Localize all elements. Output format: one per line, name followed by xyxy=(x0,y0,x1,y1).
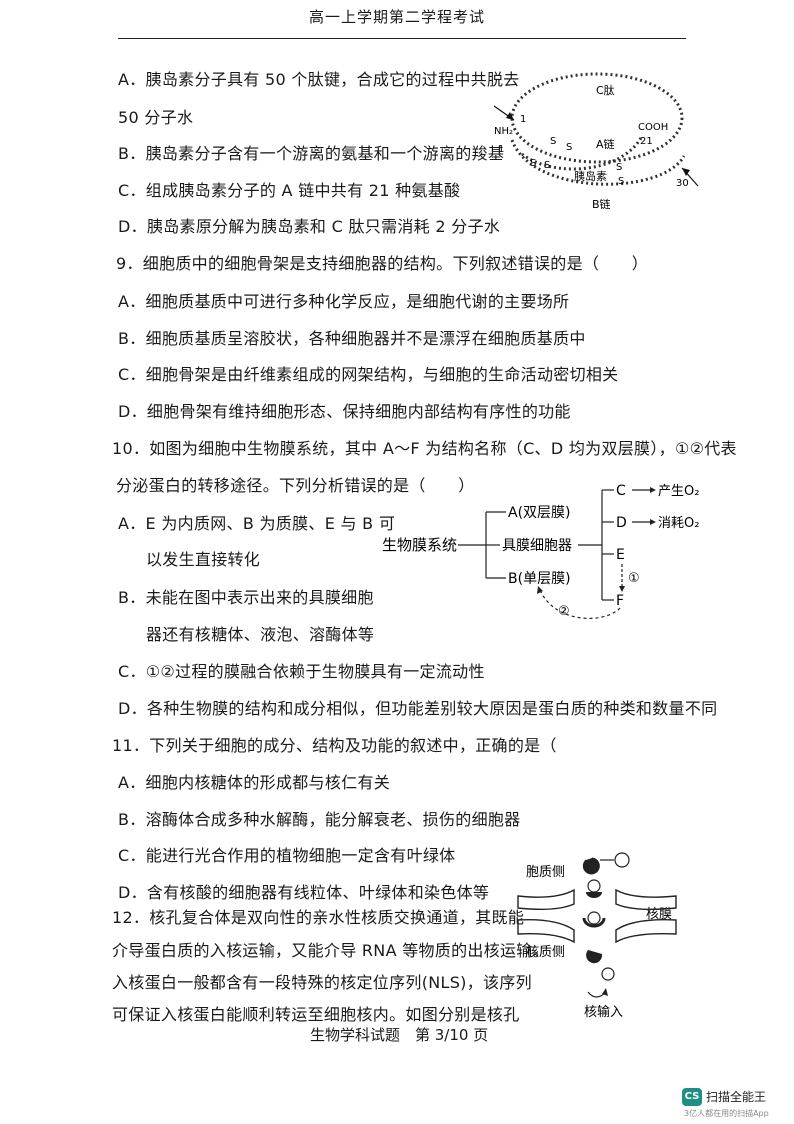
q9-option-d: D．细胞骨架有维持细胞形态、保持细胞内部结构有序性的功能 xyxy=(118,402,571,421)
s-label-1: S xyxy=(550,136,556,147)
step-1-label: ① xyxy=(628,571,640,586)
q10-option-d: D．各种生物膜的结构和成分相似，但功能差别较大原因是蛋白质的种类和数量不同 xyxy=(118,699,718,718)
a-chain-strand xyxy=(521,135,644,171)
arrow-c-head xyxy=(650,487,656,493)
envelope-label: 核膜 xyxy=(646,907,672,922)
path-2-line xyxy=(539,589,621,619)
exam-header: 高一上学期第二学程考试 xyxy=(308,8,485,26)
c-peptide-chain xyxy=(510,72,684,164)
label-one-b: 1 xyxy=(498,144,504,155)
arrow-right-head xyxy=(682,168,690,176)
q10-stem-line1: 10．如图为细胞中生物膜系统，其中 A～F 为结构名称（C、D 均为双层膜），①… xyxy=(112,439,737,458)
cargo-protein-top xyxy=(614,852,630,868)
s-label-6: S xyxy=(618,176,624,187)
receptor-shape-bottom xyxy=(586,950,603,964)
node-c: C xyxy=(616,483,626,499)
arrow-d-head xyxy=(650,519,656,525)
cargo-protein-bottom xyxy=(601,967,615,981)
path-2-head xyxy=(537,586,543,594)
q11-option-c: C．能进行光合作用的植物细胞一定含有叶绿体 xyxy=(118,846,456,865)
node-f: F xyxy=(616,593,624,609)
page-footer: 生物学科试题 第 3/10 页 xyxy=(310,1026,489,1044)
camscanner-logo: CS xyxy=(682,1088,702,1106)
s-label-4: S xyxy=(544,160,550,171)
path-1-head xyxy=(619,586,625,592)
a-chain-label: A链 xyxy=(596,137,615,151)
import-label: 核输入 xyxy=(584,1004,623,1020)
node-d: D xyxy=(616,515,627,531)
q9-option-b: B．细胞质基质呈溶胶状，各种细胞器并不是漂浮在细胞质基质中 xyxy=(118,329,586,348)
insulin-label: 胰岛素 xyxy=(574,169,607,183)
q9-option-a: A．细胞质基质中可进行多种化学反应，是细胞代谢的主要场所 xyxy=(118,292,570,311)
node-a: A(双层膜) xyxy=(508,505,571,521)
s-label-2: S xyxy=(566,142,572,153)
cargo-protein-mid xyxy=(587,879,601,893)
receptor-shape-pore xyxy=(582,917,606,928)
camscanner-name: 扫描全能王 xyxy=(706,1090,767,1104)
nucleus-side-label: 核质侧 xyxy=(526,945,565,960)
cargo-protein-pore xyxy=(587,911,601,925)
q8-option-b: B．胰岛素分子含有一个游离的氨基和一个游离的羧基 xyxy=(118,144,505,163)
membrane-left-inner xyxy=(517,919,575,944)
q10-option-b-line1: B．未能在图中表示出来的具膜细胞 xyxy=(118,588,374,607)
c-peptide-label: C肽 xyxy=(596,83,615,97)
s-label-5: S xyxy=(616,162,622,173)
system-label: 生物膜系统 xyxy=(382,536,457,554)
q9-option-c: C．细胞骨架是由纤维素组成的网架结构，与细胞的生命活动密切相关 xyxy=(118,365,619,384)
q10-option-a-line2: 以发生直接转化 xyxy=(146,550,261,569)
consume-o2-label: 消耗O₂ xyxy=(658,516,699,531)
node-b: B(单层膜) xyxy=(508,571,571,587)
cytoplasm-side-label: 胞质侧 xyxy=(526,865,565,880)
q10-stem-line2: 分泌蛋白的转移途径。下列分析错误的是（ ） xyxy=(116,476,475,495)
q12-line1: 12．核孔复合体是双向性的亲水性核质交换通道，其既能 xyxy=(112,908,525,927)
b-chain-strand xyxy=(510,139,686,186)
node-organelle: 具膜细胞器 xyxy=(502,538,572,554)
q12-line2: 介导蛋白质的入核运输，又能介导 RNA 等物质的出核运输。 xyxy=(112,941,549,960)
header-rule xyxy=(118,38,686,39)
q9-stem: 9．细胞质中的细胞骨架是支持细胞器的结构。下列叙述错误的是（ ） xyxy=(116,254,649,273)
nh2-label: NH₂ xyxy=(494,126,513,137)
q8-option-a-line1: A．胰岛素分子具有 50 个肽键，合成它的过程中共脱去 xyxy=(118,70,520,89)
arrow-left-head xyxy=(506,112,514,120)
camscanner-tagline: 3亿人都在用的扫描App xyxy=(684,1109,769,1118)
receptor-shape-mid xyxy=(586,892,602,898)
membrane-system-diagram: 生物膜系统 A(双层膜) 具膜细胞器 B(单层膜) C D E F 产生O₂ 消… xyxy=(382,483,699,619)
label-21: 21 xyxy=(640,136,653,147)
q11-option-b: B．溶酶体合成多种水解酶，能分解衰老、损伤的细胞器 xyxy=(118,810,521,829)
q11-option-a: A．细胞内核糖体的形成都与核仁有关 xyxy=(118,773,391,792)
membrane-left-outer xyxy=(517,888,575,911)
receptor-shape-top xyxy=(582,857,600,875)
cooh-label: COOH xyxy=(638,122,668,133)
produce-o2-label: 产生O₂ xyxy=(658,484,699,499)
nuclear-pore-diagram: 胞质侧 核质侧 核膜 核输入 xyxy=(517,852,677,1020)
membrane-right-inner xyxy=(615,919,677,944)
s-label-3: S xyxy=(530,158,536,169)
q8-option-c: C．组成胰岛素分子的 A 链中共有 21 种氨基酸 xyxy=(118,181,461,200)
label-30: 30 xyxy=(676,178,689,189)
node-e: E xyxy=(616,547,625,563)
label-one-a: 1 xyxy=(520,114,526,125)
q11-option-d: D．含有核酸的细胞器有线粒体、叶绿体和染色体等 xyxy=(118,883,490,902)
q12-line4: 可保证入核蛋白能顺利转运至细胞核内。如图分别是核孔 xyxy=(112,1005,520,1024)
q10-option-a-line1: A．E 为内质网、B 为质膜、E 与 B 可 xyxy=(118,514,396,533)
membrane-right-outer xyxy=(615,888,677,911)
insulin-diagram: C肽 NH₂ 1 1 S S A链 COOH 21 S S 胰岛素 S S B链… xyxy=(493,72,699,211)
b-chain-label: B链 xyxy=(592,197,611,211)
import-arrow-head xyxy=(602,988,608,996)
q12-line3: 入核蛋白一般都含有一段特殊的核定位序列(NLS)，该序列 xyxy=(112,973,532,992)
q8-option-d: D．胰岛素原分解为胰岛素和 C 肽只需消耗 2 分子水 xyxy=(118,217,501,236)
q11-stem: 11．下列关于细胞的成分、结构及功能的叙述中，正确的是（ xyxy=(112,736,557,755)
q10-option-b-line2: 器还有核糖体、液泡、溶酶体等 xyxy=(146,625,375,644)
q8-option-a-line2: 50 分子水 xyxy=(118,108,194,127)
q10-option-c: C．①②过程的膜融合依赖于生物膜具有一定流动性 xyxy=(118,662,485,681)
step-2-label: ② xyxy=(558,604,570,619)
